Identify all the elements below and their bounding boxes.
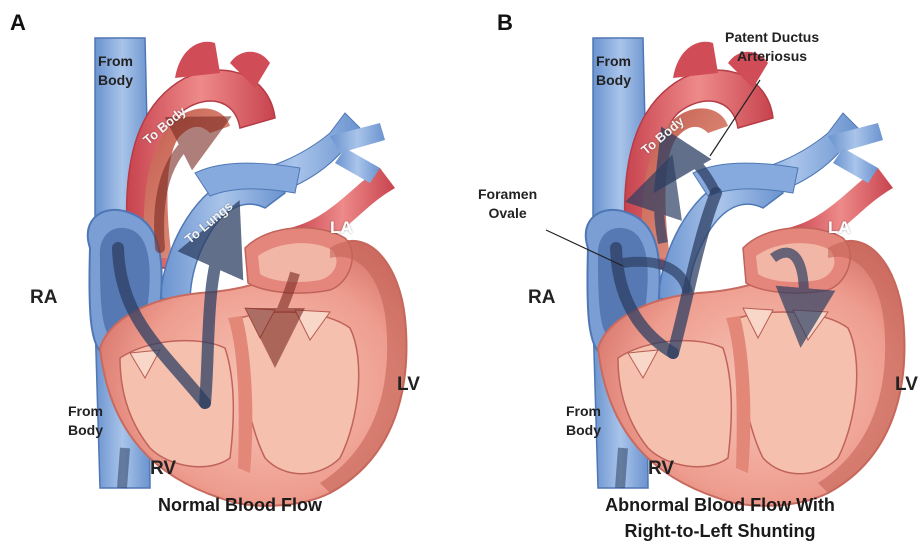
panel-b-ra-label: RA (528, 287, 555, 309)
panel-a-from-body-bottom-label: From Body (68, 402, 103, 440)
panel-a-la-label: LA (330, 218, 353, 238)
panel-a-caption: Normal Blood Flow (110, 492, 370, 518)
panel-a-from-body-top-label: From Body (98, 52, 133, 90)
foramen-ovale-label: Foramen Ovale (478, 185, 537, 223)
panel-b-caption: Abnormal Blood Flow With Right-to-Left S… (560, 492, 880, 544)
panel-b-la-label: LA (828, 218, 851, 238)
panel-b-rv-label: RV (648, 458, 674, 480)
panel-b-from-body-top-label: From Body (596, 52, 631, 90)
patent-ductus-arteriosus-label: Patent Ductus Arteriosus (725, 28, 819, 66)
panel-a-letter: A (10, 10, 26, 36)
panel-b-lv-label: LV (895, 374, 918, 396)
panel-b-letter: B (497, 10, 513, 36)
panel-a-rv-label: RV (150, 458, 176, 480)
panel-a-ra-label: RA (30, 287, 57, 309)
panel-b-from-body-bottom-label: From Body (566, 402, 601, 440)
panel-a-lv-label: LV (397, 374, 420, 396)
